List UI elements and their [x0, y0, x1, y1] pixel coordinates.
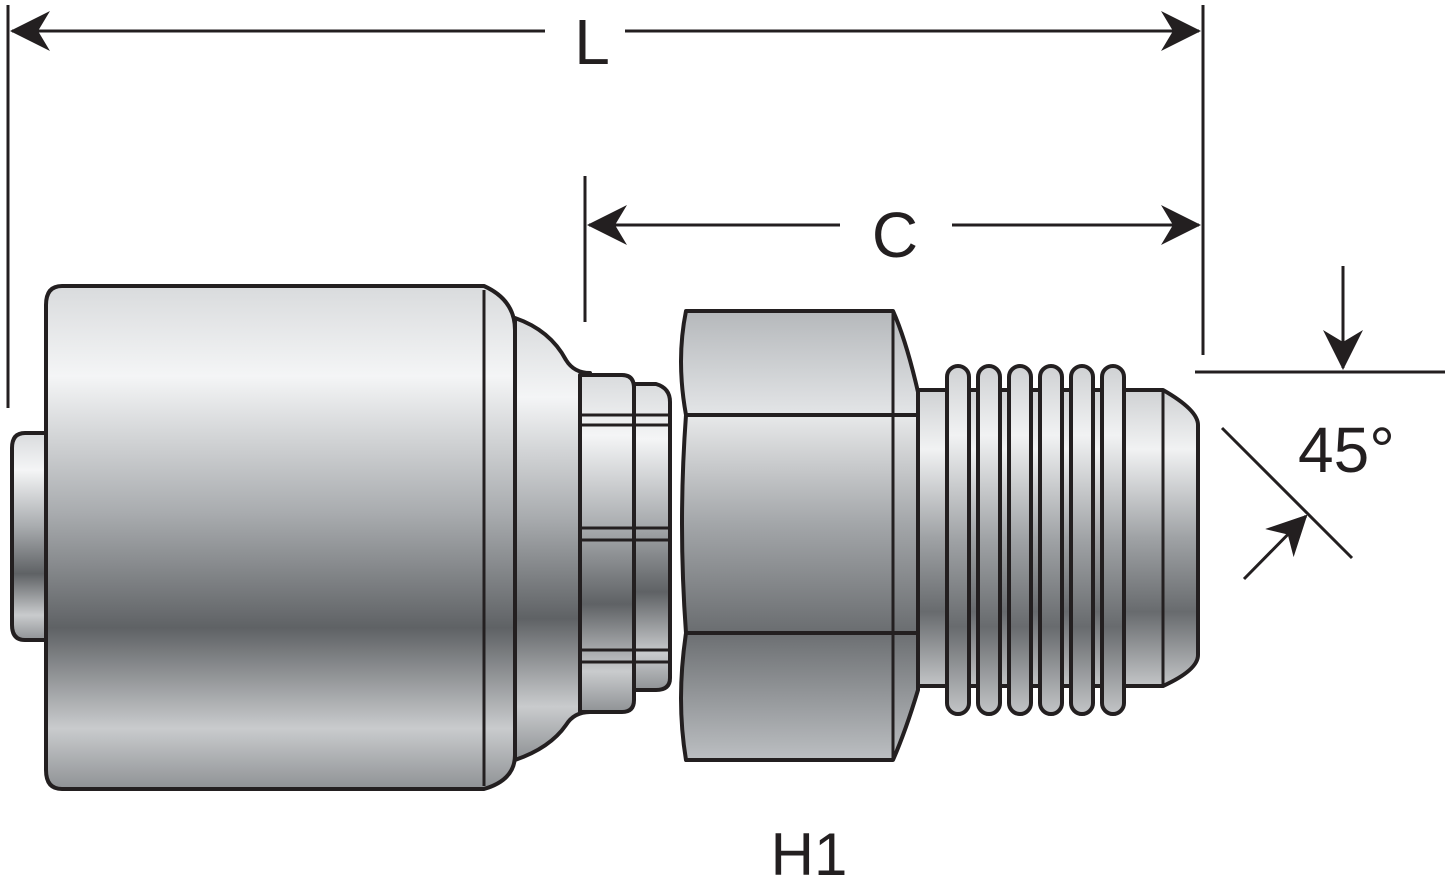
thread-crest-5 [1069, 364, 1095, 716]
neck-collar [578, 373, 636, 714]
dimension-l: L [6, 5, 1205, 408]
hex-nut-top-face [679, 309, 920, 417]
ferrule-shell [44, 284, 517, 791]
thread-crest-1 [945, 364, 971, 716]
dimension-c: C [583, 176, 1201, 322]
hex-nut-bottom-face [679, 631, 920, 762]
hex-nut-middle-face [680, 413, 920, 635]
label-c: C [872, 199, 918, 271]
label-l: L [574, 6, 610, 78]
angle-chamfer-line [1220, 426, 1354, 560]
thread-crest-4 [1038, 364, 1064, 716]
label-h1: H1 [771, 821, 848, 888]
angle-callout: 45° [1195, 266, 1445, 581]
hose-fitting [10, 284, 1200, 791]
angle-up-arrow [1242, 514, 1308, 581]
neck-ring [632, 382, 672, 692]
hose-insert-stub [10, 431, 54, 642]
thread-crest-6 [1100, 364, 1126, 716]
thread-crest-2 [976, 364, 1002, 716]
label-angle: 45° [1298, 414, 1395, 486]
thread-crest-3 [1007, 364, 1033, 716]
